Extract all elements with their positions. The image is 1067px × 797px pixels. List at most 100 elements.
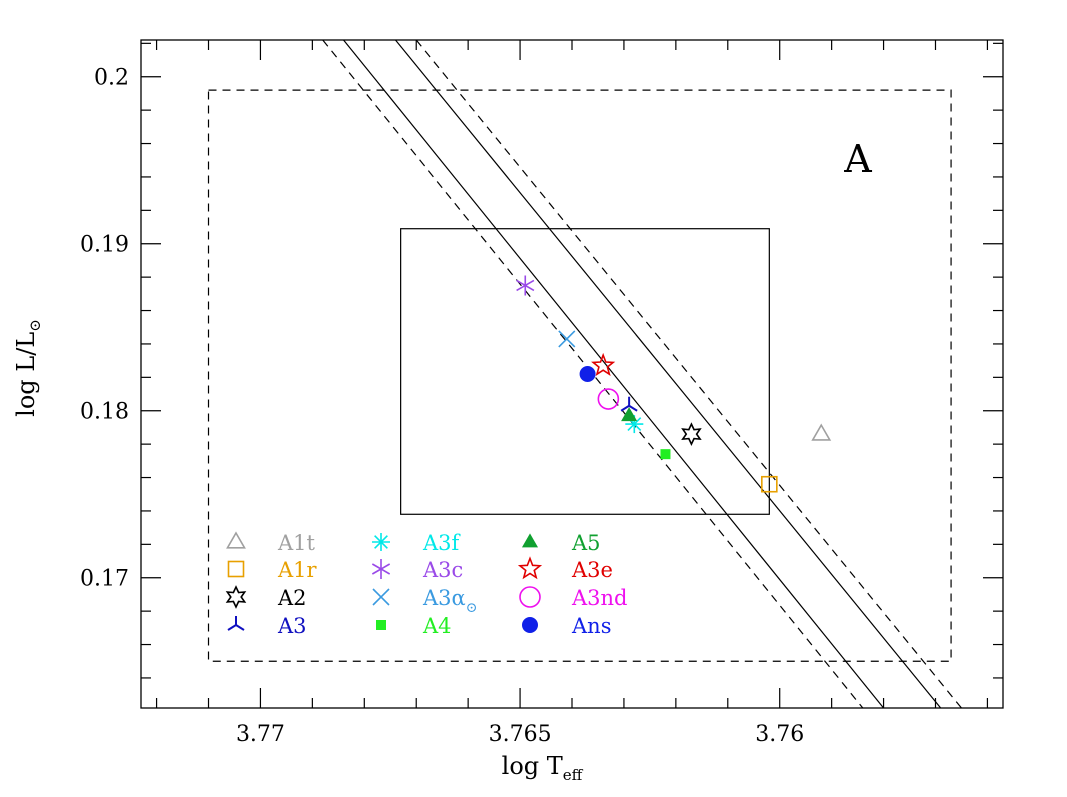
legend-marker bbox=[521, 533, 539, 548]
legend-label-main: A3α bbox=[422, 586, 466, 610]
legend-marker bbox=[376, 620, 386, 630]
spoke-icon bbox=[524, 279, 535, 287]
legend-marker bbox=[226, 531, 246, 549]
circle-icon bbox=[519, 586, 541, 608]
square-icon bbox=[227, 560, 245, 578]
y-axis-title: log L/L⊙ bbox=[12, 319, 44, 417]
spoke-icon bbox=[371, 568, 382, 575]
legend-label-main: A1r bbox=[277, 558, 318, 582]
y-tick-label: 0.2 bbox=[94, 66, 129, 91]
star-icon bbox=[225, 585, 247, 609]
data-point-a3alpha bbox=[558, 330, 576, 348]
asterisk-icon bbox=[627, 417, 642, 432]
spoke-icon bbox=[380, 563, 391, 570]
legend-label: A2 bbox=[277, 586, 307, 610]
data-point-ans bbox=[579, 366, 596, 382]
data-point-a4 bbox=[660, 449, 671, 460]
spoke-icon bbox=[524, 284, 535, 292]
triangle-icon bbox=[226, 531, 246, 549]
panel-label: A bbox=[843, 137, 872, 181]
data-point-a1r bbox=[761, 475, 778, 493]
legend-label-main: A3c bbox=[422, 558, 463, 582]
y-tick-label: 0.17 bbox=[80, 567, 129, 592]
legend-label-main: Ans bbox=[571, 614, 611, 638]
legend-marker bbox=[225, 585, 247, 609]
data-point-a3 bbox=[620, 396, 638, 412]
spoke-icon bbox=[516, 284, 526, 292]
square-icon bbox=[376, 620, 386, 630]
legend-label-main: A3f bbox=[422, 531, 462, 555]
legend-item-ans: Ans bbox=[522, 614, 611, 638]
data-point-a5 bbox=[621, 407, 638, 422]
y-axis-title-subscript: ⊙ bbox=[26, 319, 44, 332]
legend-label-main: A3nd bbox=[571, 586, 628, 610]
legend-marker bbox=[517, 556, 543, 580]
legend-label-main: A5 bbox=[571, 531, 601, 555]
spoke-icon bbox=[620, 404, 630, 412]
legend-item-a3e: A3e bbox=[517, 556, 613, 582]
x-axis-title-subscript: eff bbox=[563, 766, 584, 784]
x-tick-label: 3.77 bbox=[236, 722, 285, 747]
spoke-icon bbox=[227, 624, 237, 631]
legend-label-main: A3 bbox=[277, 614, 307, 638]
legend-item-a3nd: A3nd bbox=[519, 586, 628, 610]
legend-item-a1r: A1r bbox=[227, 558, 318, 582]
data-point-a1t bbox=[811, 423, 832, 441]
legend-label: A3nd bbox=[571, 586, 628, 610]
legend-item-a3: A3 bbox=[227, 614, 307, 638]
star-icon bbox=[517, 556, 543, 580]
x-tick-label: 3.765 bbox=[489, 722, 552, 747]
legend-label-main: A1t bbox=[277, 531, 316, 555]
cross-icon bbox=[372, 588, 390, 606]
spoke-icon bbox=[380, 568, 391, 575]
data-point-a3e bbox=[591, 352, 616, 376]
spoke-icon bbox=[516, 279, 526, 287]
x-axis-title: log Teff bbox=[502, 752, 584, 784]
legend-label-subscript: ⊙ bbox=[466, 600, 478, 616]
legend-item-a1t: A1t bbox=[226, 531, 316, 555]
y-axis-title-main: log L/L bbox=[12, 332, 40, 417]
dashed-error-box bbox=[207, 89, 952, 662]
triangle-icon bbox=[621, 407, 638, 422]
solid-line-2 bbox=[394, 40, 942, 708]
legend-label: A5 bbox=[571, 531, 601, 555]
x-tick-label: 3.76 bbox=[755, 722, 804, 747]
legend-marker bbox=[522, 617, 538, 633]
data-points bbox=[516, 275, 832, 493]
square-icon bbox=[761, 475, 778, 493]
legend-label-main: A4 bbox=[422, 614, 452, 638]
solid-error-box bbox=[400, 228, 770, 515]
legend-label: A1r bbox=[277, 558, 318, 582]
legend-marker bbox=[227, 560, 245, 578]
star-icon bbox=[681, 422, 702, 446]
asterisk-icon bbox=[374, 535, 388, 549]
legend-item-a2: A2 bbox=[225, 585, 307, 610]
legend-label-main: A2 bbox=[277, 586, 307, 610]
legend-marker bbox=[371, 559, 391, 579]
data-point-a3nd bbox=[597, 388, 620, 410]
solid-line-1 bbox=[343, 40, 885, 708]
y-tick-label: 0.19 bbox=[80, 233, 129, 258]
legend-item-a3f: A3f bbox=[372, 531, 462, 555]
dashed-line-4 bbox=[415, 40, 962, 708]
square-icon bbox=[660, 449, 671, 460]
legend-item-a4: A4 bbox=[376, 614, 452, 638]
legend-item-a3c: A3c bbox=[371, 558, 463, 582]
legend-label: A4 bbox=[422, 614, 452, 638]
data-point-a3c bbox=[516, 275, 535, 296]
plot-area bbox=[207, 40, 962, 708]
legend-label: A3f bbox=[422, 531, 462, 555]
spoke-icon bbox=[235, 624, 245, 631]
legend-label: A1t bbox=[277, 531, 316, 555]
axes bbox=[140, 39, 1004, 709]
dashed-line-3 bbox=[322, 40, 864, 708]
circle-icon bbox=[579, 366, 596, 382]
data-point-a2 bbox=[681, 422, 702, 446]
legend-item-a3alpha: A3α⊙ bbox=[372, 586, 478, 616]
legend-marker bbox=[372, 533, 390, 551]
circle-icon bbox=[597, 388, 620, 410]
x-axis-title-main: log T bbox=[502, 752, 563, 780]
